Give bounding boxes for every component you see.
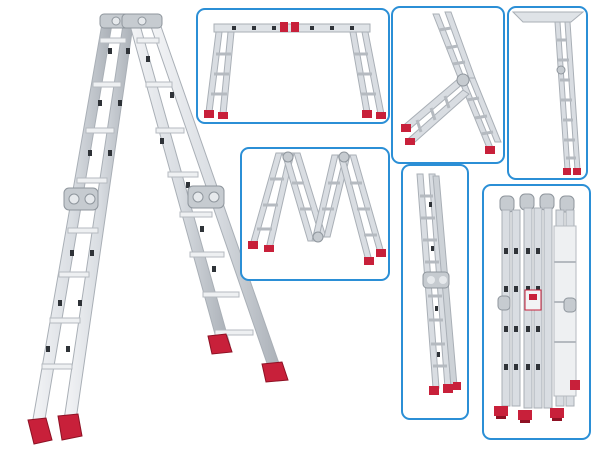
folded-ladder-image [494, 193, 580, 423]
panel-v-fold-mode[interactable] [391, 6, 505, 164]
panel-m-zigzag-mode[interactable] [240, 147, 390, 281]
m-zigzag-ladder-image [248, 151, 386, 265]
panel-partially-extended-mode[interactable] [401, 164, 469, 420]
v-fold-ladder-image [401, 11, 502, 154]
trestle-ladder-image [204, 22, 386, 119]
partially-extended-ladder-image [416, 173, 461, 395]
panel-folded-storage-mode[interactable] [482, 184, 591, 440]
straight-ladder-image [511, 11, 585, 175]
panel-straight-extension-mode[interactable] [507, 6, 588, 180]
panel-trestle-mode[interactable] [196, 8, 390, 124]
